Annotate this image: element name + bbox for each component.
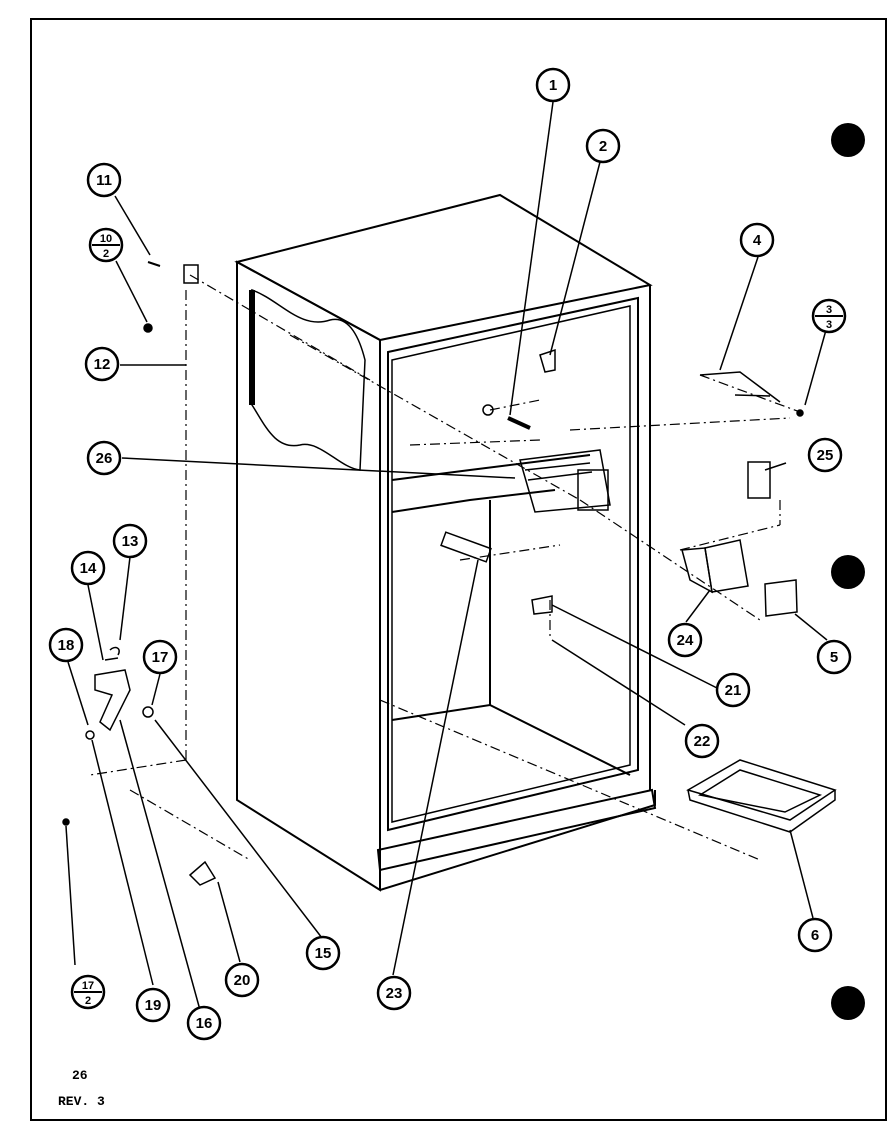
callout-12: 12 (84, 346, 120, 382)
callout-label: 23 (386, 985, 403, 1002)
callout-14: 14 (70, 550, 106, 586)
assembly-leader-lines (89, 274, 801, 861)
callout-25: 25 (807, 437, 843, 473)
callout-label: 25 (817, 447, 834, 464)
callout-19: 19 (135, 987, 171, 1023)
callout-18: 18 (48, 627, 84, 663)
callout-22: 22 (684, 723, 720, 759)
callout-23: 23 (376, 975, 412, 1011)
fraction-callout-3-3: 33 (811, 298, 847, 334)
callout-label: 16 (196, 1015, 213, 1032)
binder-hole-icon (831, 555, 865, 589)
callout-17: 17 (142, 639, 178, 675)
ice-maker-parts (62, 261, 837, 886)
callout-label: 24 (677, 632, 694, 649)
callout-26: 26 (86, 440, 122, 476)
callout-label: 20 (234, 972, 251, 989)
callout-label: 12 (94, 356, 111, 373)
callout-label: 11 (96, 172, 112, 189)
callout-11: 11 (86, 162, 122, 198)
binder-hole-icon (831, 123, 865, 157)
fraction-top: 10 (100, 233, 112, 245)
callout-label: 1 (549, 77, 557, 94)
callout-label: 26 (96, 450, 113, 467)
binder-hole-icon (831, 986, 865, 1020)
fraction-bottom: 2 (85, 995, 91, 1007)
callout-label: 19 (145, 997, 162, 1014)
callout-label: 13 (122, 533, 139, 550)
callout-15: 15 (305, 935, 341, 971)
callout-13: 13 (112, 523, 148, 559)
callout-6: 6 (797, 917, 833, 953)
callout-2: 2 (585, 128, 621, 164)
refrigerator-cabinet (234, 193, 657, 892)
callout-24: 24 (667, 622, 703, 658)
fraction-bottom: 3 (826, 319, 832, 331)
callout-label: 6 (811, 927, 819, 944)
fraction-top: 17 (82, 980, 94, 992)
revision-label: REV. 3 (58, 1094, 105, 1109)
callout-label: 14 (80, 560, 97, 577)
fraction-bottom: 2 (103, 248, 109, 260)
callout-layer: 1245611121314151617181920212223242526102… (48, 67, 852, 1041)
callout-label: 18 (58, 637, 75, 654)
diagram-border (30, 18, 887, 1121)
fraction-callout-10-2: 102 (88, 227, 124, 263)
callout-label: 21 (725, 682, 742, 699)
callout-label: 2 (599, 138, 607, 155)
callout-leaders (65, 101, 828, 1011)
callout-5: 5 (816, 639, 852, 675)
callout-16: 16 (186, 1005, 222, 1041)
page-number: 26 (72, 1068, 88, 1083)
callout-21: 21 (715, 672, 751, 708)
callout-20: 20 (224, 962, 260, 998)
callout-label: 4 (753, 232, 762, 249)
callout-label: 5 (830, 649, 838, 666)
callout-label: 17 (152, 649, 169, 666)
callout-1: 1 (535, 67, 571, 103)
callout-label: 15 (315, 945, 332, 962)
fraction-callout-17-2: 172 (70, 974, 106, 1010)
callout-label: 22 (694, 733, 711, 750)
callout-4: 4 (739, 222, 775, 258)
fraction-top: 3 (826, 304, 832, 316)
